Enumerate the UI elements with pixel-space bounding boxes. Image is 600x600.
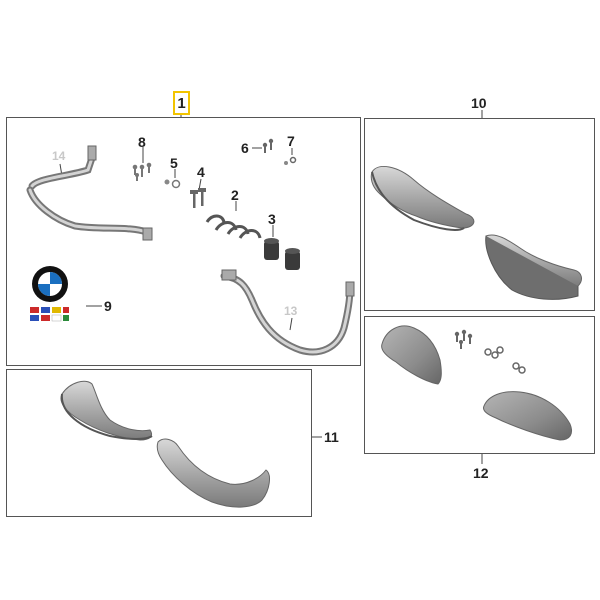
hand-guards-11 xyxy=(60,380,270,508)
label-3[interactable]: 3 xyxy=(268,211,276,227)
label-8[interactable]: 8 xyxy=(138,134,146,150)
nut-7 xyxy=(284,156,297,165)
label-10[interactable]: 10 xyxy=(471,95,487,111)
hand-guards-10 xyxy=(370,165,582,300)
label-6[interactable]: 6 xyxy=(241,140,249,156)
main-assembly-box xyxy=(6,117,361,366)
label-14[interactable]: 14 xyxy=(52,149,66,163)
rubber-stoppers-3 xyxy=(264,238,300,270)
label-4[interactable]: 4 xyxy=(197,164,205,180)
tube-bar-14 xyxy=(26,145,153,241)
label-13[interactable]: 13 xyxy=(284,304,298,318)
deflectors-12 xyxy=(381,325,573,441)
label-11[interactable]: 11 xyxy=(324,429,339,445)
screws-8 xyxy=(132,162,152,181)
screws-6 xyxy=(262,138,274,153)
bmw-logo xyxy=(32,266,68,302)
flag-icons xyxy=(30,307,69,322)
label-9[interactable]: 9 xyxy=(104,298,112,314)
washer-5 xyxy=(164,179,181,189)
assembly-label-1[interactable]: 1 xyxy=(173,91,190,115)
bolts-4 xyxy=(190,188,206,208)
label-5[interactable]: 5 xyxy=(170,155,178,171)
tube-bar-13 xyxy=(220,269,355,356)
label-2[interactable]: 2 xyxy=(231,187,239,203)
label-7[interactable]: 7 xyxy=(287,133,295,149)
label-12[interactable]: 12 xyxy=(473,465,489,481)
clamps-2 xyxy=(205,214,262,239)
